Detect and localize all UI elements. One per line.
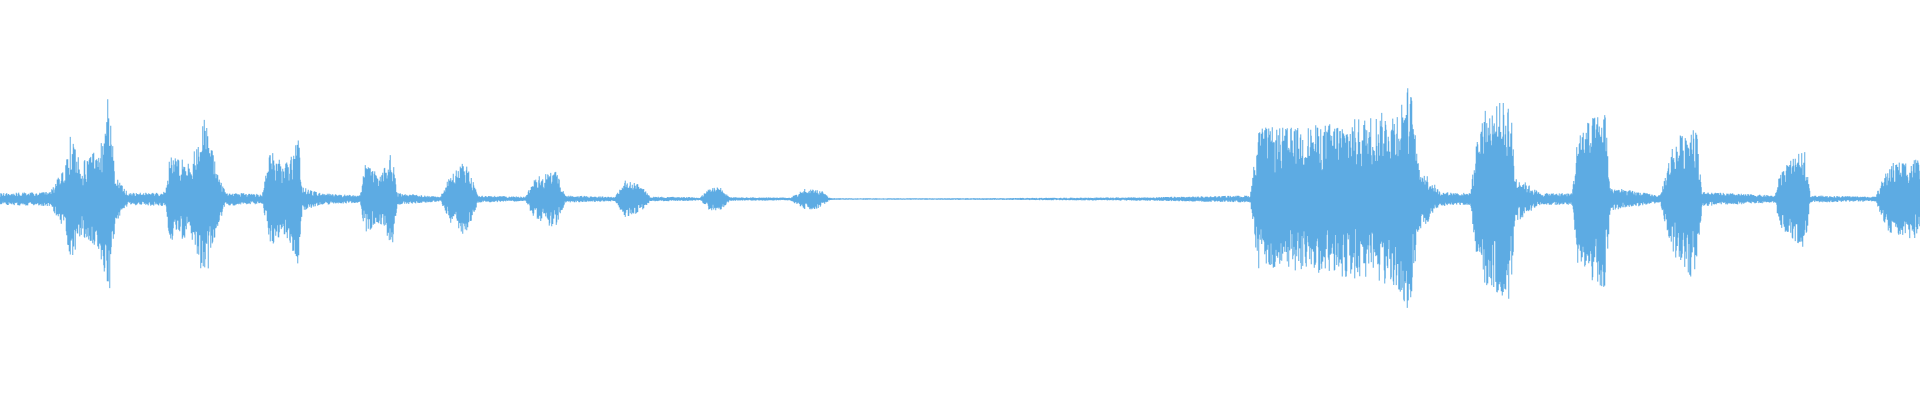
waveform-signal [0,88,1920,308]
